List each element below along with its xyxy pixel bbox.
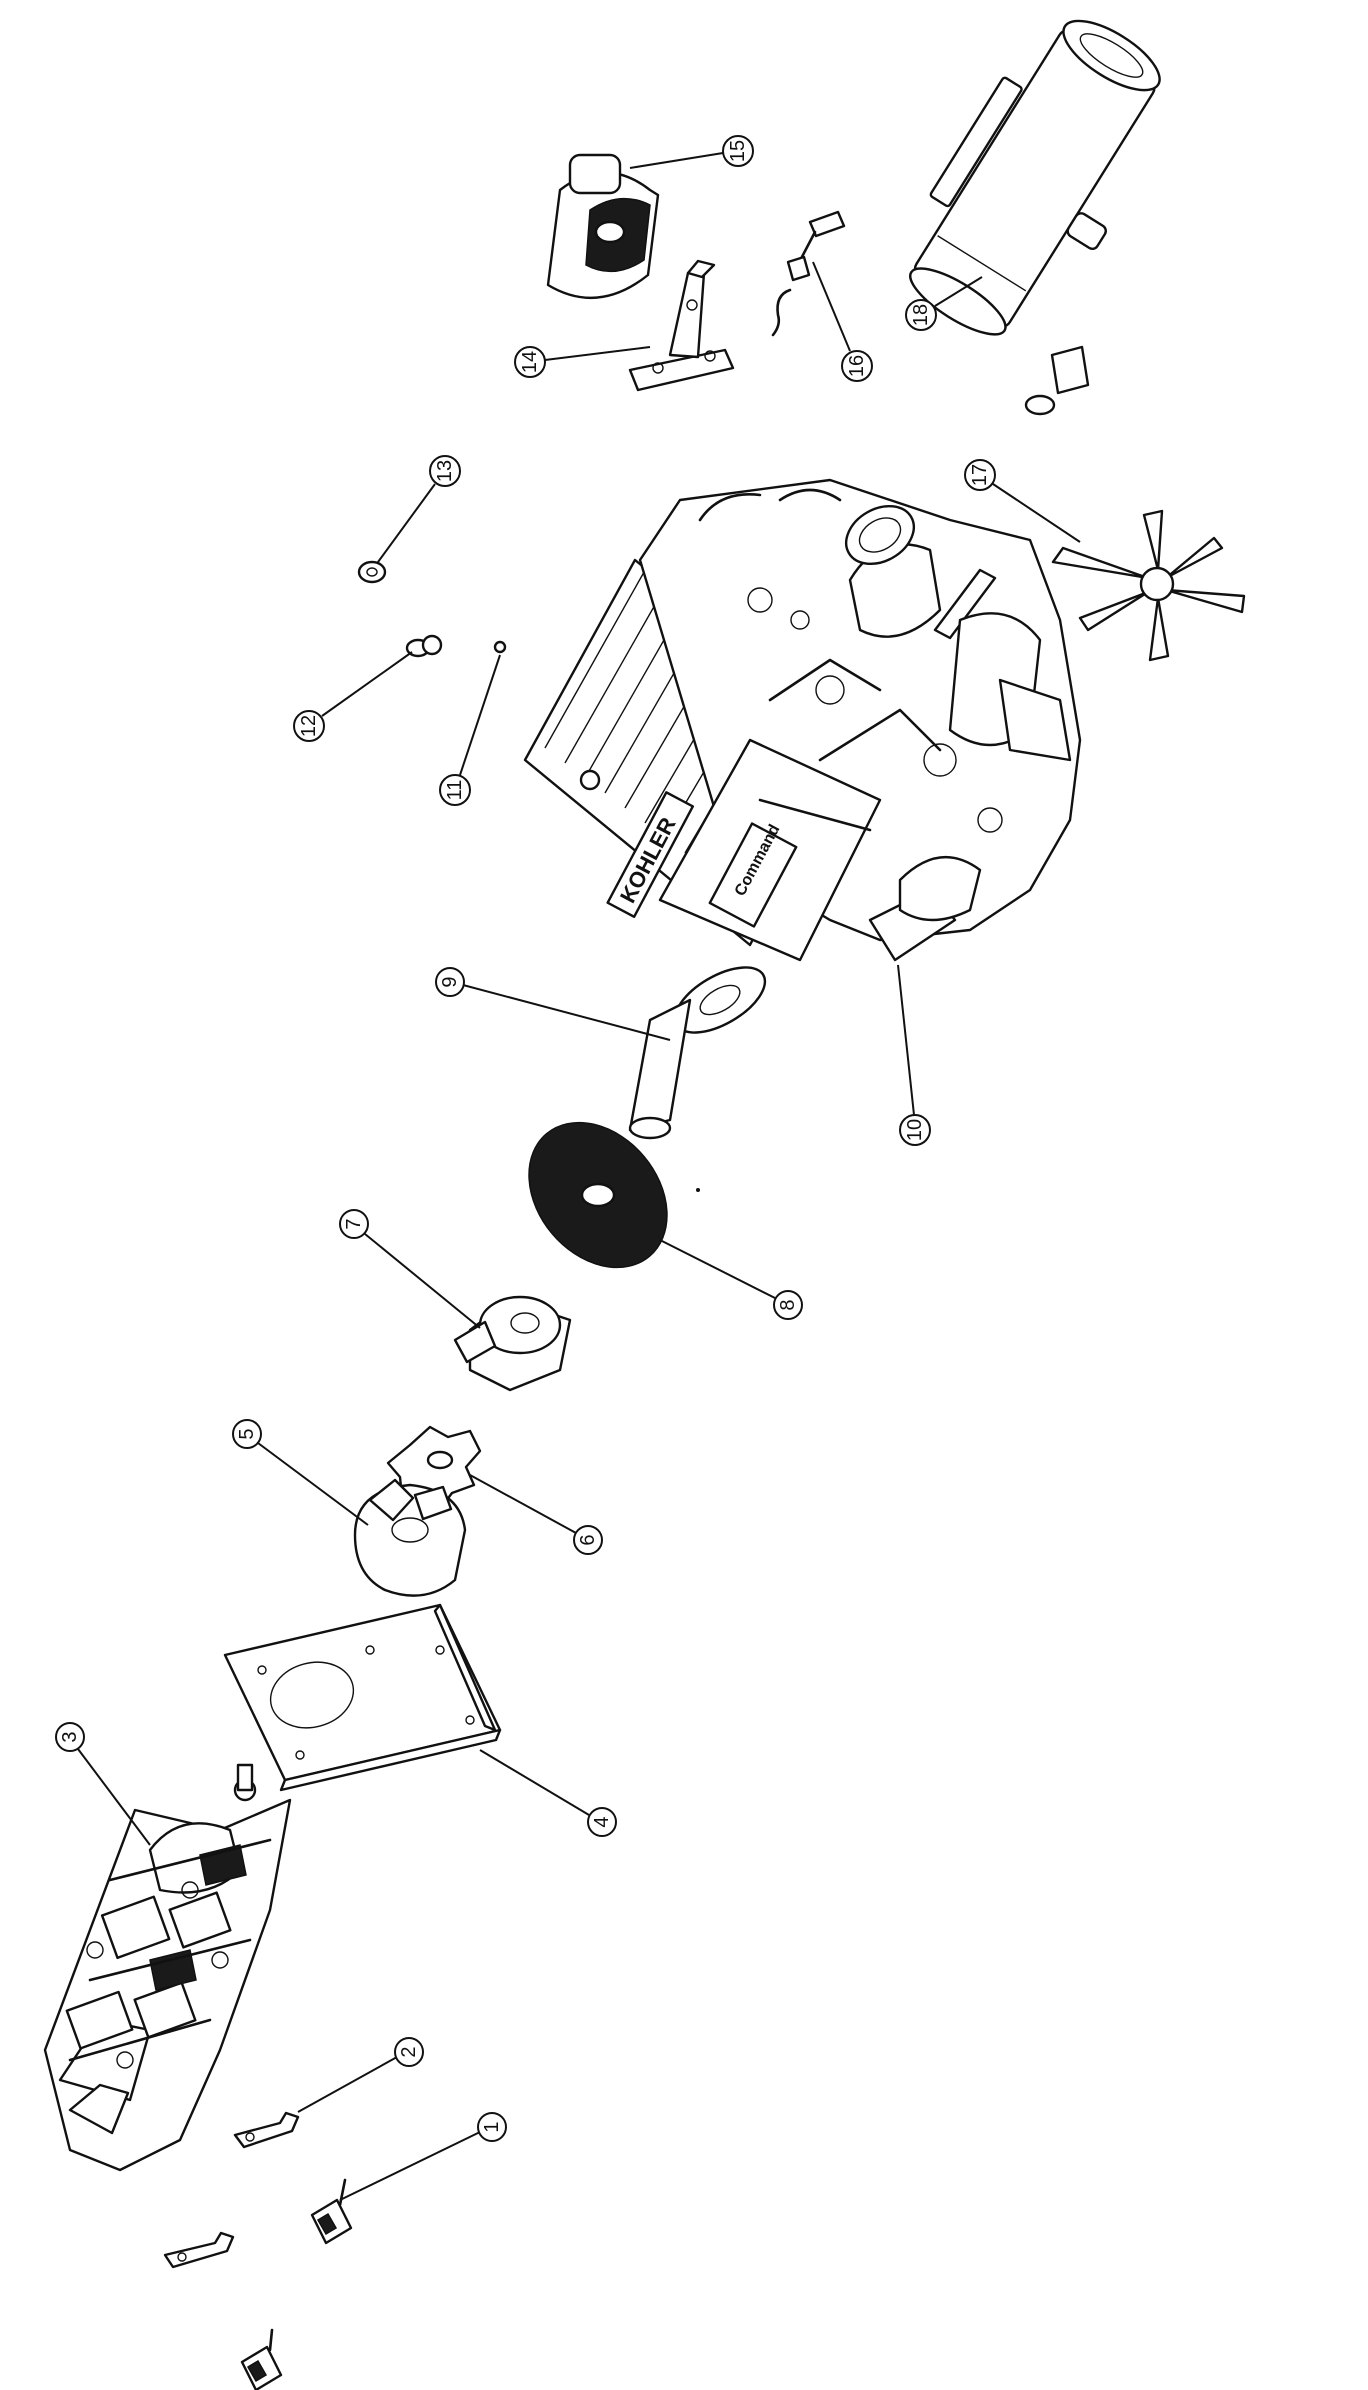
callout-16: 16	[812, 261, 873, 382]
svg-text:5: 5	[236, 1428, 258, 1439]
svg-text:12: 12	[298, 715, 320, 737]
svg-text:1: 1	[481, 2121, 503, 2132]
svg-text:6: 6	[577, 1534, 599, 1545]
part-sensor	[771, 210, 846, 337]
part-shaft-adapter	[628, 966, 767, 1140]
callout-7: 7	[339, 1209, 481, 1329]
part-hydraulic-pump	[43, 1763, 292, 2172]
svg-text:9: 9	[439, 976, 461, 987]
callout-4: 4	[479, 1749, 617, 1837]
callout-1: 1	[339, 2112, 507, 2201]
callout-17: 17	[964, 459, 1081, 543]
svg-text:14: 14	[519, 351, 541, 373]
callout-15: 15	[629, 135, 754, 169]
svg-text:13: 13	[434, 460, 456, 482]
callout-3: 3	[55, 1722, 151, 1846]
svg-text:7: 7	[343, 1218, 365, 1229]
part-switch	[240, 2178, 353, 2390]
part-screw	[493, 640, 507, 654]
part-coupling-hub	[453, 1295, 572, 1392]
callout-8: 8	[659, 1239, 803, 1320]
callout-6: 6	[469, 1474, 603, 1555]
callout-2: 2	[297, 2037, 424, 2113]
callout-12: 12	[293, 651, 413, 742]
svg-text:3: 3	[59, 1731, 81, 1742]
svg-text:16: 16	[846, 355, 868, 377]
svg-text:17: 17	[969, 464, 991, 486]
svg-text:8: 8	[777, 1299, 799, 1310]
svg-text:15: 15	[727, 140, 749, 162]
part-nut	[357, 560, 387, 584]
part-bracket	[628, 259, 735, 392]
callout-9: 9	[435, 967, 671, 1041]
part-bracket-plate	[163, 2111, 300, 2269]
callout-14: 14	[514, 346, 651, 378]
svg-text:11: 11	[444, 780, 466, 801]
callout-5: 5	[232, 1419, 369, 1526]
part-oil-filter	[546, 153, 660, 300]
svg-text:10: 10	[904, 1119, 926, 1141]
svg-text:2: 2	[398, 2046, 420, 2057]
part-fitting	[405, 634, 443, 658]
svg-text:18: 18	[910, 304, 932, 326]
svg-text:4: 4	[591, 1816, 613, 1827]
part-fan	[1051, 509, 1246, 662]
part-muffler	[909, 19, 1161, 336]
part-mounting-plate	[223, 1603, 502, 1792]
part-perforated-plate	[528, 1121, 700, 1269]
callout-11: 11	[439, 654, 501, 806]
part-muffler-outlet	[1024, 345, 1090, 416]
part-jaw-coupling	[353, 1478, 467, 1597]
callout-10: 10	[897, 964, 931, 1146]
part-engine: KOHLER Command	[523, 478, 1082, 962]
callout-18: 18	[905, 276, 983, 331]
callout-13: 13	[377, 455, 461, 563]
callout-layer: 1 2 3 4 5 6 7	[55, 135, 1081, 2201]
